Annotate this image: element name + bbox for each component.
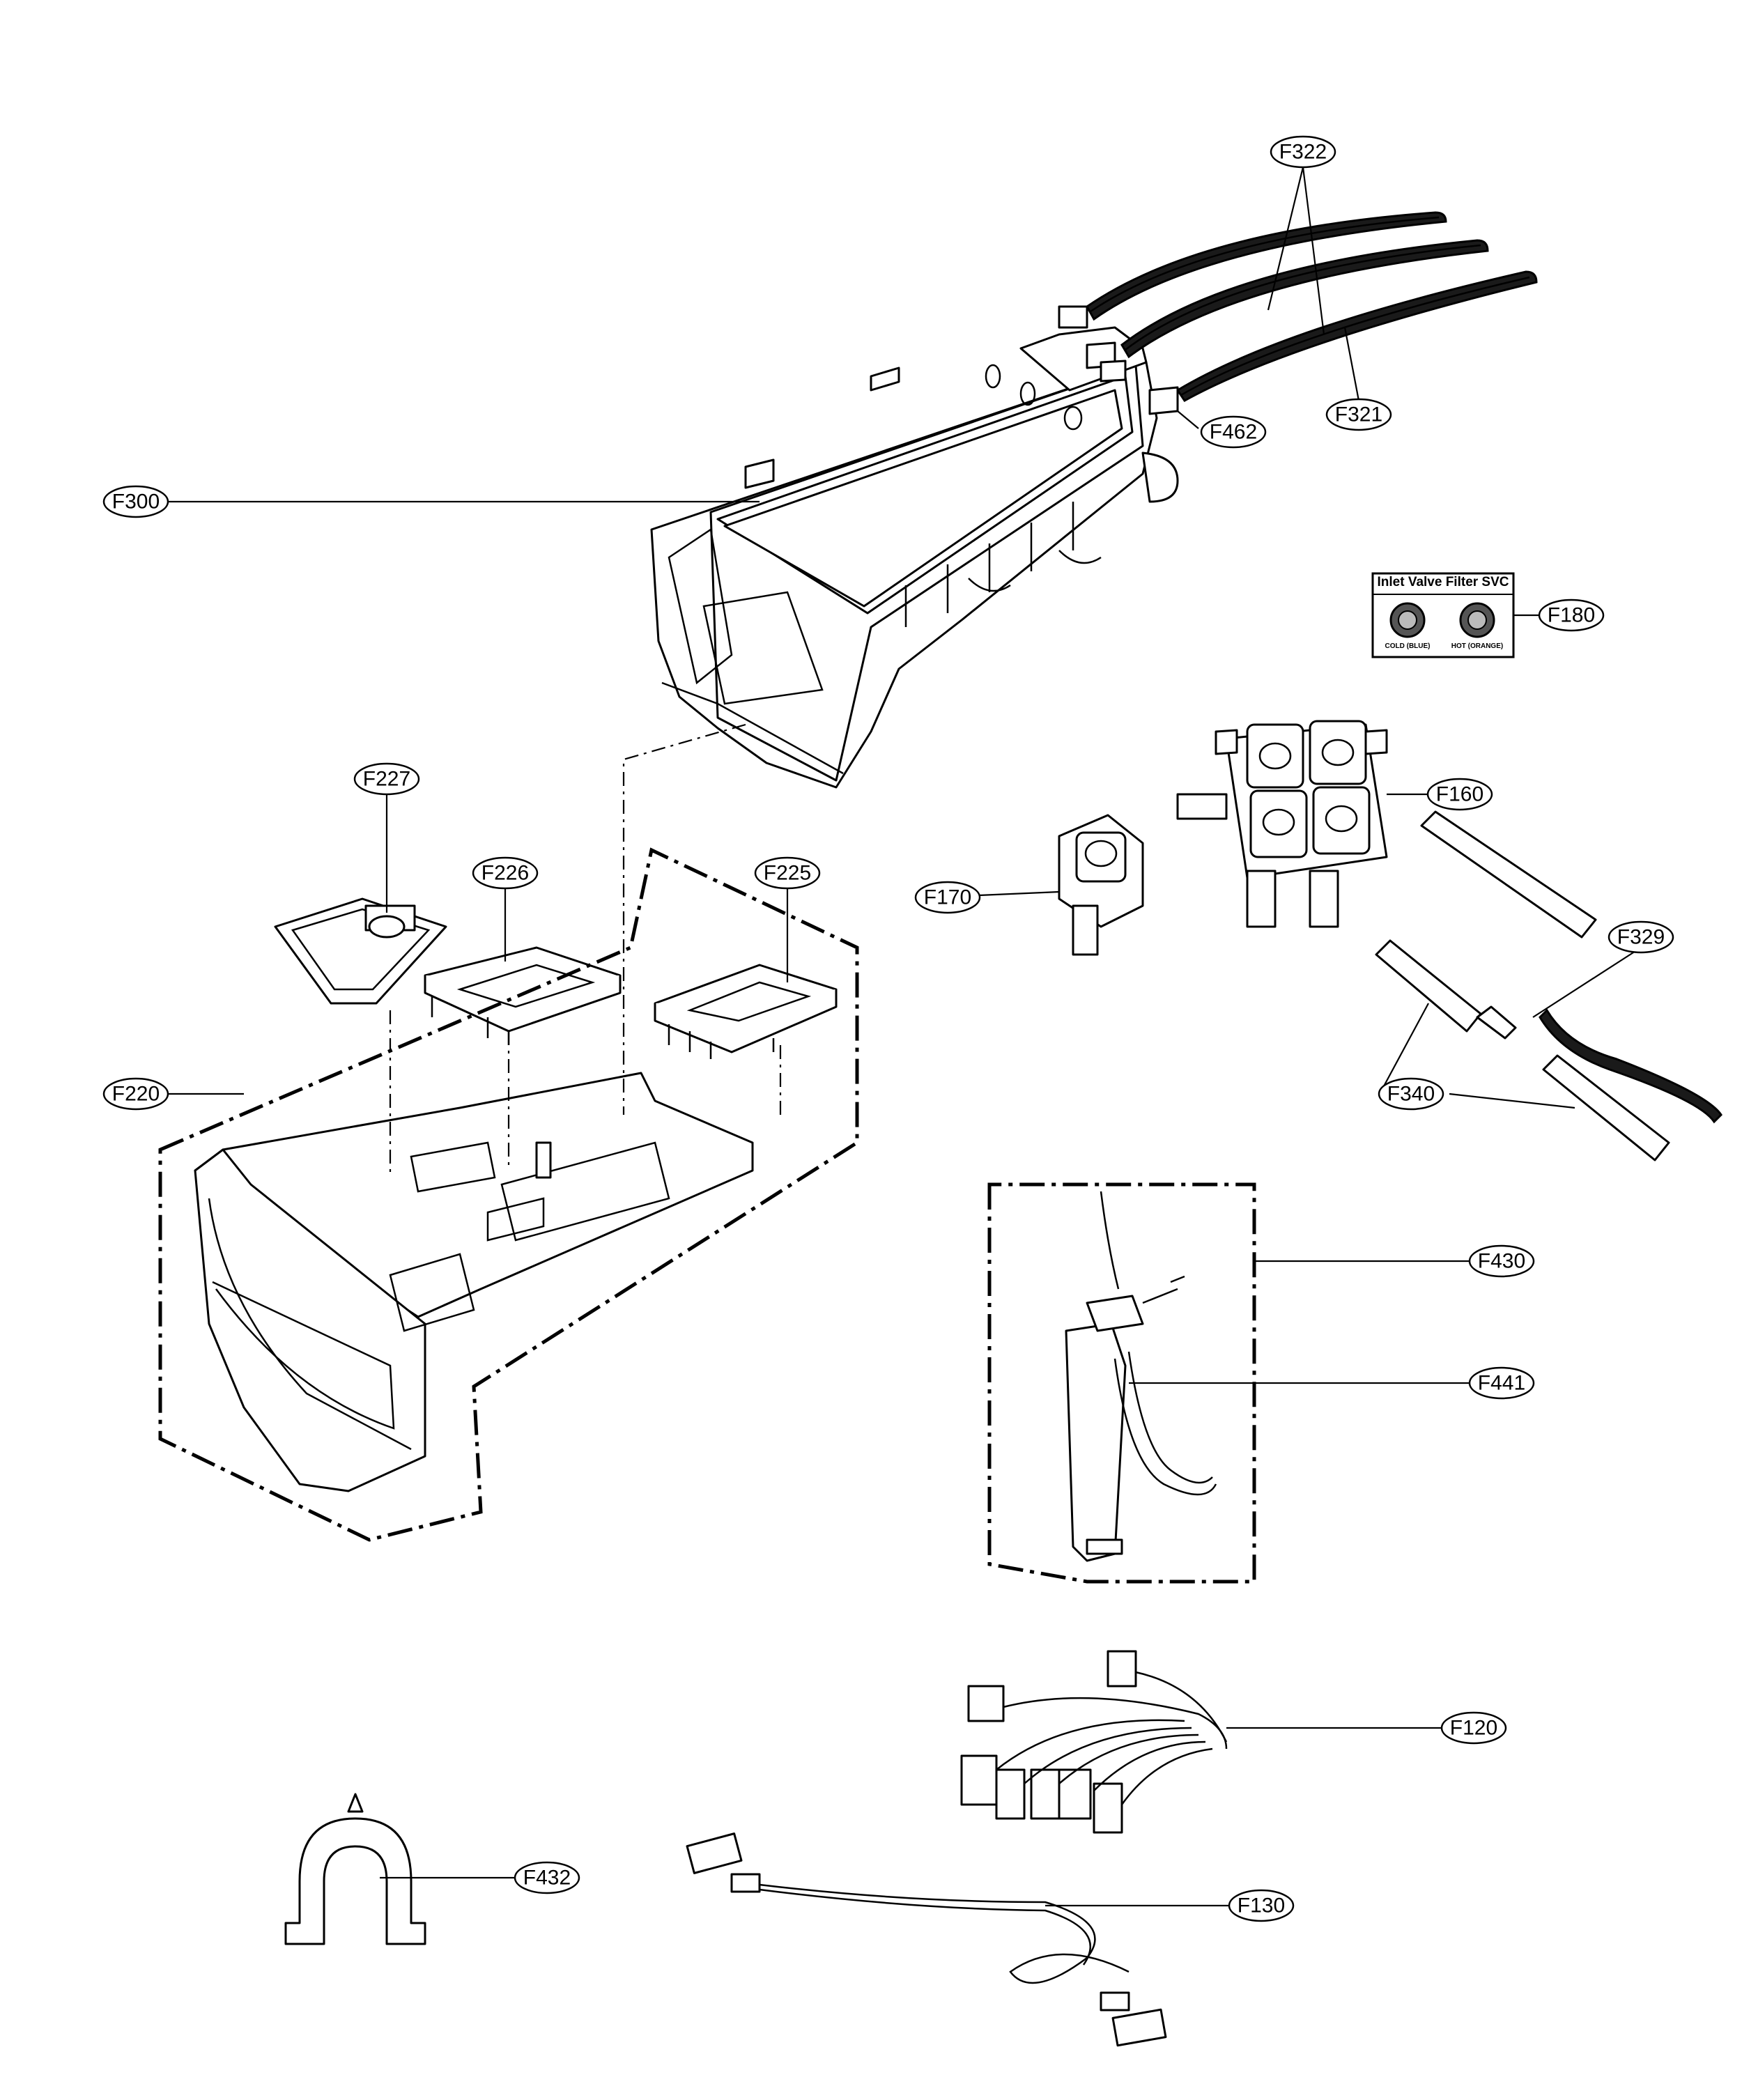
hot-filter-label: HOT (ORANGE) bbox=[1451, 642, 1503, 650]
svg-text:F329: F329 bbox=[1617, 926, 1665, 949]
svg-text:F226: F226 bbox=[481, 862, 529, 885]
inlet-valve-part bbox=[1176, 720, 1388, 928]
dispenser-housing-part bbox=[650, 326, 1179, 789]
single-inlet-valve-part bbox=[1058, 814, 1144, 956]
svg-text:F130: F130 bbox=[1238, 1894, 1285, 1917]
svg-text:F322: F322 bbox=[1279, 141, 1327, 164]
softener-insert-part bbox=[424, 946, 622, 1045]
main-wire-harness-part bbox=[960, 1650, 1228, 1834]
callout-f462: F462 bbox=[1200, 415, 1267, 449]
callout-f220: F220 bbox=[102, 1077, 169, 1111]
callout-f329: F329 bbox=[1608, 920, 1674, 954]
leader-lines bbox=[167, 167, 1642, 1907]
dispenser-drawer-part bbox=[194, 1072, 754, 1492]
valve-hoses-part bbox=[1375, 810, 1722, 1161]
clip-part bbox=[284, 1793, 426, 1945]
svg-text:F220: F220 bbox=[112, 1083, 160, 1106]
svg-text:F432: F432 bbox=[523, 1867, 571, 1890]
cold-filter-label: COLD (BLUE) bbox=[1385, 642, 1431, 650]
svg-text:F430: F430 bbox=[1478, 1250, 1525, 1273]
callout-f300: F300 bbox=[102, 485, 169, 518]
svg-text:F180: F180 bbox=[1548, 604, 1595, 627]
callout-f321: F321 bbox=[1325, 398, 1392, 431]
callout-f120: F120 bbox=[1440, 1711, 1507, 1745]
svg-text:F441: F441 bbox=[1478, 1372, 1525, 1395]
callout-f180: F180 bbox=[1538, 599, 1605, 632]
svg-text:F160: F160 bbox=[1436, 783, 1483, 806]
svg-text:F227: F227 bbox=[363, 768, 410, 791]
svg-text:F321: F321 bbox=[1335, 403, 1382, 426]
f430-assembly-boundary bbox=[987, 1182, 1256, 1584]
svg-text:F120: F120 bbox=[1450, 1717, 1497, 1740]
centerline-1 bbox=[622, 723, 746, 1115]
callout-f160: F160 bbox=[1426, 778, 1493, 811]
nozzle-assembly-part bbox=[1065, 1191, 1217, 1562]
inlet-valve-filter-kit: Inlet Valve Filter SVC COLD (BLUE) HOT (… bbox=[1371, 572, 1515, 658]
svg-text:F462: F462 bbox=[1210, 421, 1257, 444]
callout-f340: F340 bbox=[1378, 1077, 1444, 1111]
callout-f432: F432 bbox=[514, 1861, 580, 1894]
callout-f226: F226 bbox=[472, 856, 539, 890]
svg-text:F170: F170 bbox=[924, 886, 971, 909]
svg-text:F225: F225 bbox=[764, 862, 811, 885]
dispenser-cap-part bbox=[274, 897, 447, 1005]
callout-f441: F441 bbox=[1468, 1366, 1535, 1400]
drawer-assembly-boundary bbox=[158, 847, 859, 1542]
svg-text:F300: F300 bbox=[112, 491, 160, 514]
callout-f225: F225 bbox=[754, 856, 821, 890]
callout-f130: F130 bbox=[1228, 1889, 1295, 1922]
bleach-insert-part bbox=[654, 964, 838, 1059]
callout-f227: F227 bbox=[353, 762, 420, 796]
inlet-hoses-part bbox=[1058, 211, 1538, 415]
callout-f170: F170 bbox=[914, 881, 981, 914]
svg-text:F340: F340 bbox=[1387, 1083, 1435, 1106]
filter-kit-title: Inlet Valve Filter SVC bbox=[1377, 575, 1509, 589]
callout-f322: F322 bbox=[1270, 135, 1336, 169]
callout-f430: F430 bbox=[1468, 1244, 1535, 1278]
sub-wire-harness-part bbox=[686, 1832, 1167, 2047]
